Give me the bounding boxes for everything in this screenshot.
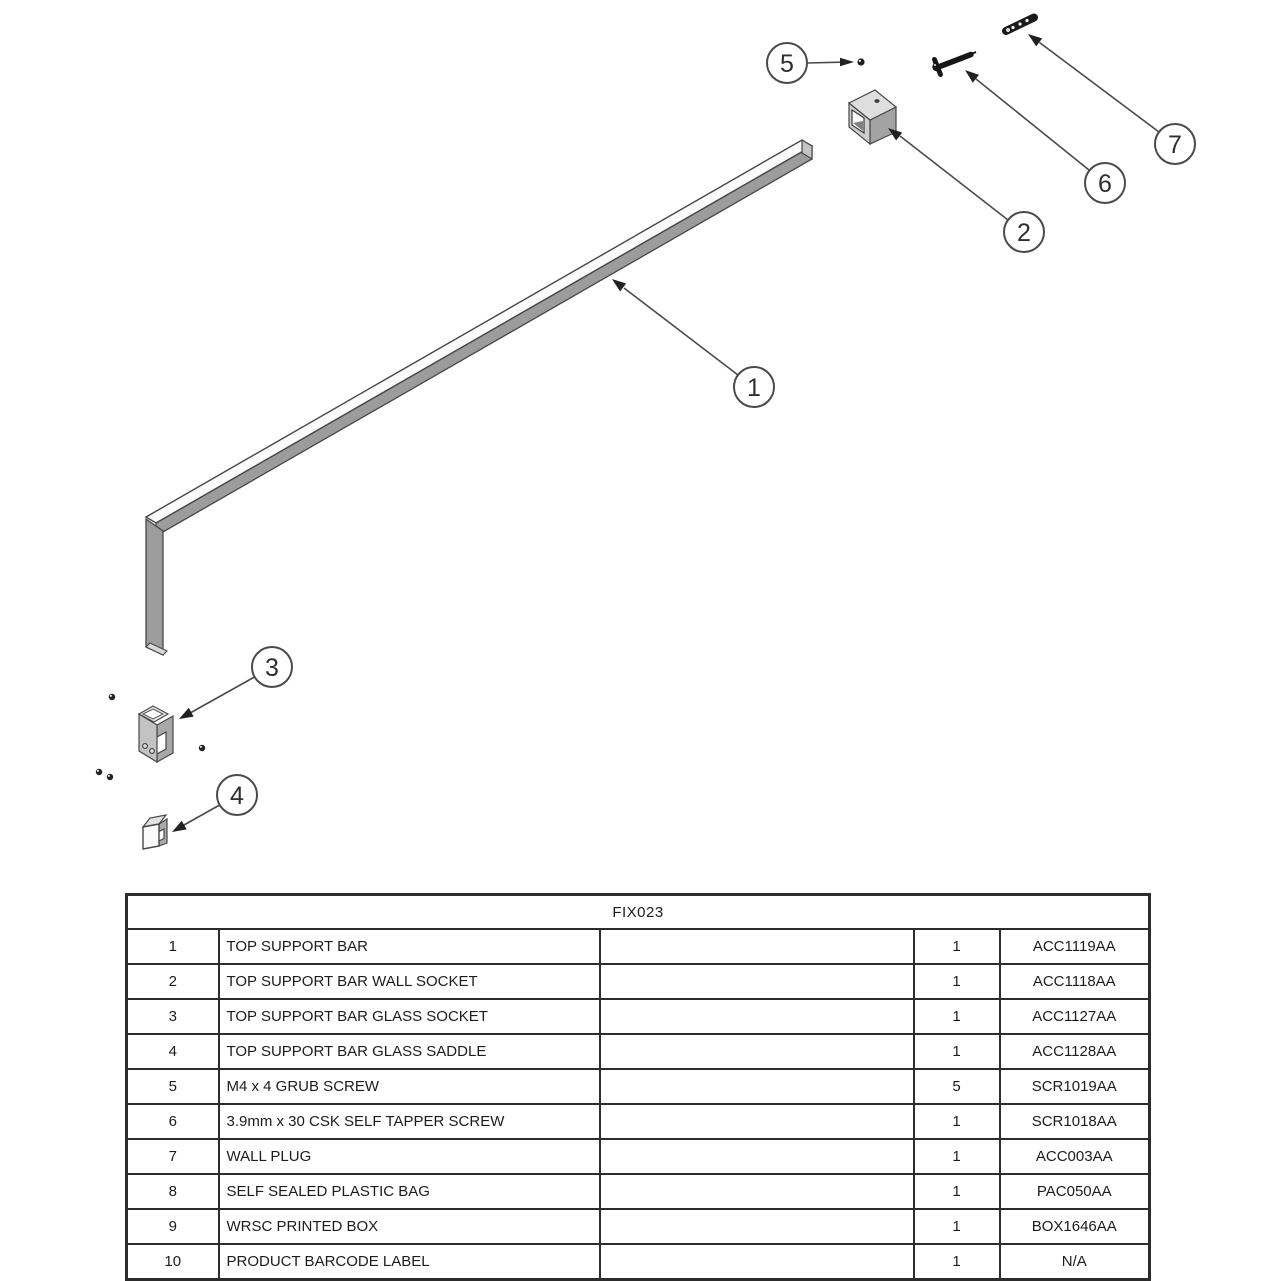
grub-screw — [857, 58, 865, 66]
glass-saddle — [141, 814, 168, 850]
spare-cell — [598, 928, 915, 965]
leader-3 — [190, 676, 255, 714]
spare-cell — [598, 963, 915, 1000]
grub-screws-loose — [95, 693, 206, 781]
part-code-cell: PAC050AA — [998, 1173, 1151, 1210]
part-description-cell: SELF SEALED PLASTIC BAG — [217, 1173, 601, 1210]
qty-cell: 1 — [912, 998, 1001, 1035]
spare-cell — [598, 998, 915, 1035]
wall-plug — [1002, 13, 1038, 35]
qty-cell: 1 — [912, 1243, 1001, 1281]
part-number-cell: 7 — [125, 1138, 220, 1175]
qty-cell: 1 — [912, 1208, 1001, 1245]
callout-1: 1 — [733, 366, 775, 408]
part-description-cell: TOP SUPPORT BAR GLASS SOCKET — [217, 998, 601, 1035]
callout-2-label: 2 — [1017, 219, 1031, 247]
callouts: 1 2 3 4 5 6 7 — [216, 42, 1196, 816]
spare-cell — [598, 1243, 915, 1281]
leader-7 — [1039, 41, 1160, 133]
part-description-cell: TOP SUPPORT BAR WALL SOCKET — [217, 963, 601, 1000]
qty-cell: 1 — [912, 1173, 1001, 1210]
callout-4-label: 4 — [230, 782, 244, 810]
table-row: 7 WALL PLUG 1 ACC003AA — [125, 1138, 1151, 1175]
table-row: 5 M4 x 4 GRUB SCREW 5 SCR1019AA — [125, 1068, 1151, 1105]
qty-cell: 5 — [912, 1068, 1001, 1105]
table-row: 8 SELF SEALED PLASTIC BAG 1 PAC050AA — [125, 1173, 1151, 1210]
part-code-cell: ACC1128AA — [998, 1033, 1151, 1070]
spare-cell — [598, 1033, 915, 1070]
spare-cell — [598, 1173, 915, 1210]
callout-5: 5 — [766, 42, 808, 84]
callout-6-label: 6 — [1098, 170, 1112, 198]
part-code-cell: ACC003AA — [998, 1138, 1151, 1175]
callout-4: 4 — [216, 774, 258, 816]
leader-1 — [623, 287, 739, 376]
part-number-cell: 8 — [125, 1173, 220, 1210]
callout-7-label: 7 — [1168, 131, 1182, 159]
part-description-cell: PRODUCT BARCODE LABEL — [217, 1243, 601, 1281]
qty-cell: 1 — [912, 1138, 1001, 1175]
table-row: 4 TOP SUPPORT BAR GLASS SADDLE 1 ACC1128… — [125, 1033, 1151, 1070]
table-row: 6 3.9mm x 30 CSK SELF TAPPER SCREW 1 SCR… — [125, 1103, 1151, 1140]
callout-2: 2 — [1003, 211, 1045, 253]
leader-4 — [183, 804, 220, 826]
qty-cell: 1 — [912, 928, 1001, 965]
leader-lines — [183, 41, 1160, 826]
callout-3: 3 — [251, 646, 293, 688]
part-code-cell: ACC1127AA — [998, 998, 1151, 1035]
part-description-cell: WALL PLUG — [217, 1138, 601, 1175]
part-number-cell: 1 — [125, 928, 220, 965]
part-number-cell: 9 — [125, 1208, 220, 1245]
spare-cell — [598, 1208, 915, 1245]
diagram-canvas: 1 2 3 4 5 6 7 — [95, 13, 1196, 850]
spare-cell — [598, 1138, 915, 1175]
table-row: 10 PRODUCT BARCODE LABEL 1 N/A — [125, 1243, 1151, 1281]
glass-socket — [137, 705, 174, 764]
callout-3-label: 3 — [265, 654, 279, 682]
table-row: 1 TOP SUPPORT BAR 1 ACC1119AA — [125, 928, 1151, 965]
leader-2 — [899, 135, 1009, 221]
part-number-cell: 3 — [125, 998, 220, 1035]
part-number-cell: 2 — [125, 963, 220, 1000]
bom-header-row: FIX023 — [125, 893, 1151, 930]
callout-6: 6 — [1084, 162, 1126, 204]
part-description-cell: TOP SUPPORT BAR — [217, 928, 601, 965]
part-code-cell: ACC1118AA — [998, 963, 1151, 1000]
wall-socket — [847, 89, 898, 146]
socket-screw-hole — [874, 99, 880, 103]
leader-5 — [806, 61, 842, 64]
spare-cell — [598, 1103, 915, 1140]
part-code-cell: N/A — [998, 1243, 1151, 1281]
callout-1-label: 1 — [747, 374, 761, 402]
bom-title: FIX023 — [125, 893, 1151, 930]
leader-6 — [975, 78, 1090, 171]
self-tapper-screw — [932, 51, 977, 77]
part-code-cell: SCR1018AA — [998, 1103, 1151, 1140]
spare-cell — [598, 1068, 915, 1105]
part-description-cell: 3.9mm x 30 CSK SELF TAPPER SCREW — [217, 1103, 601, 1140]
qty-cell: 1 — [912, 1033, 1001, 1070]
part-code-cell: BOX1646AA — [998, 1208, 1151, 1245]
part-number-cell: 4 — [125, 1033, 220, 1070]
qty-cell: 1 — [912, 1103, 1001, 1140]
part-code-cell: ACC1119AA — [998, 928, 1151, 965]
table-row: 9 WRSC PRINTED BOX 1 BOX1646AA — [125, 1208, 1151, 1245]
leader-arrowheads — [172, 34, 1043, 832]
part-description-cell: WRSC PRINTED BOX — [217, 1208, 601, 1245]
top-support-bar — [144, 138, 814, 657]
table-row: 2 TOP SUPPORT BAR WALL SOCKET 1 ACC1118A… — [125, 963, 1151, 1000]
part-description-cell: TOP SUPPORT BAR GLASS SADDLE — [217, 1033, 601, 1070]
part-number-cell: 5 — [125, 1068, 220, 1105]
part-number-cell: 10 — [125, 1243, 220, 1281]
part-number-cell: 6 — [125, 1103, 220, 1140]
callout-5-label: 5 — [780, 50, 794, 78]
bom-table: FIX023 1 TOP SUPPORT BAR 1 ACC1119AA 2 T… — [125, 893, 1152, 1281]
part-description-cell: M4 x 4 GRUB SCREW — [217, 1068, 601, 1105]
part-code-cell: SCR1019AA — [998, 1068, 1151, 1105]
table-row: 3 TOP SUPPORT BAR GLASS SOCKET 1 ACC1127… — [125, 998, 1151, 1035]
callout-7: 7 — [1154, 123, 1196, 165]
qty-cell: 1 — [912, 963, 1001, 1000]
